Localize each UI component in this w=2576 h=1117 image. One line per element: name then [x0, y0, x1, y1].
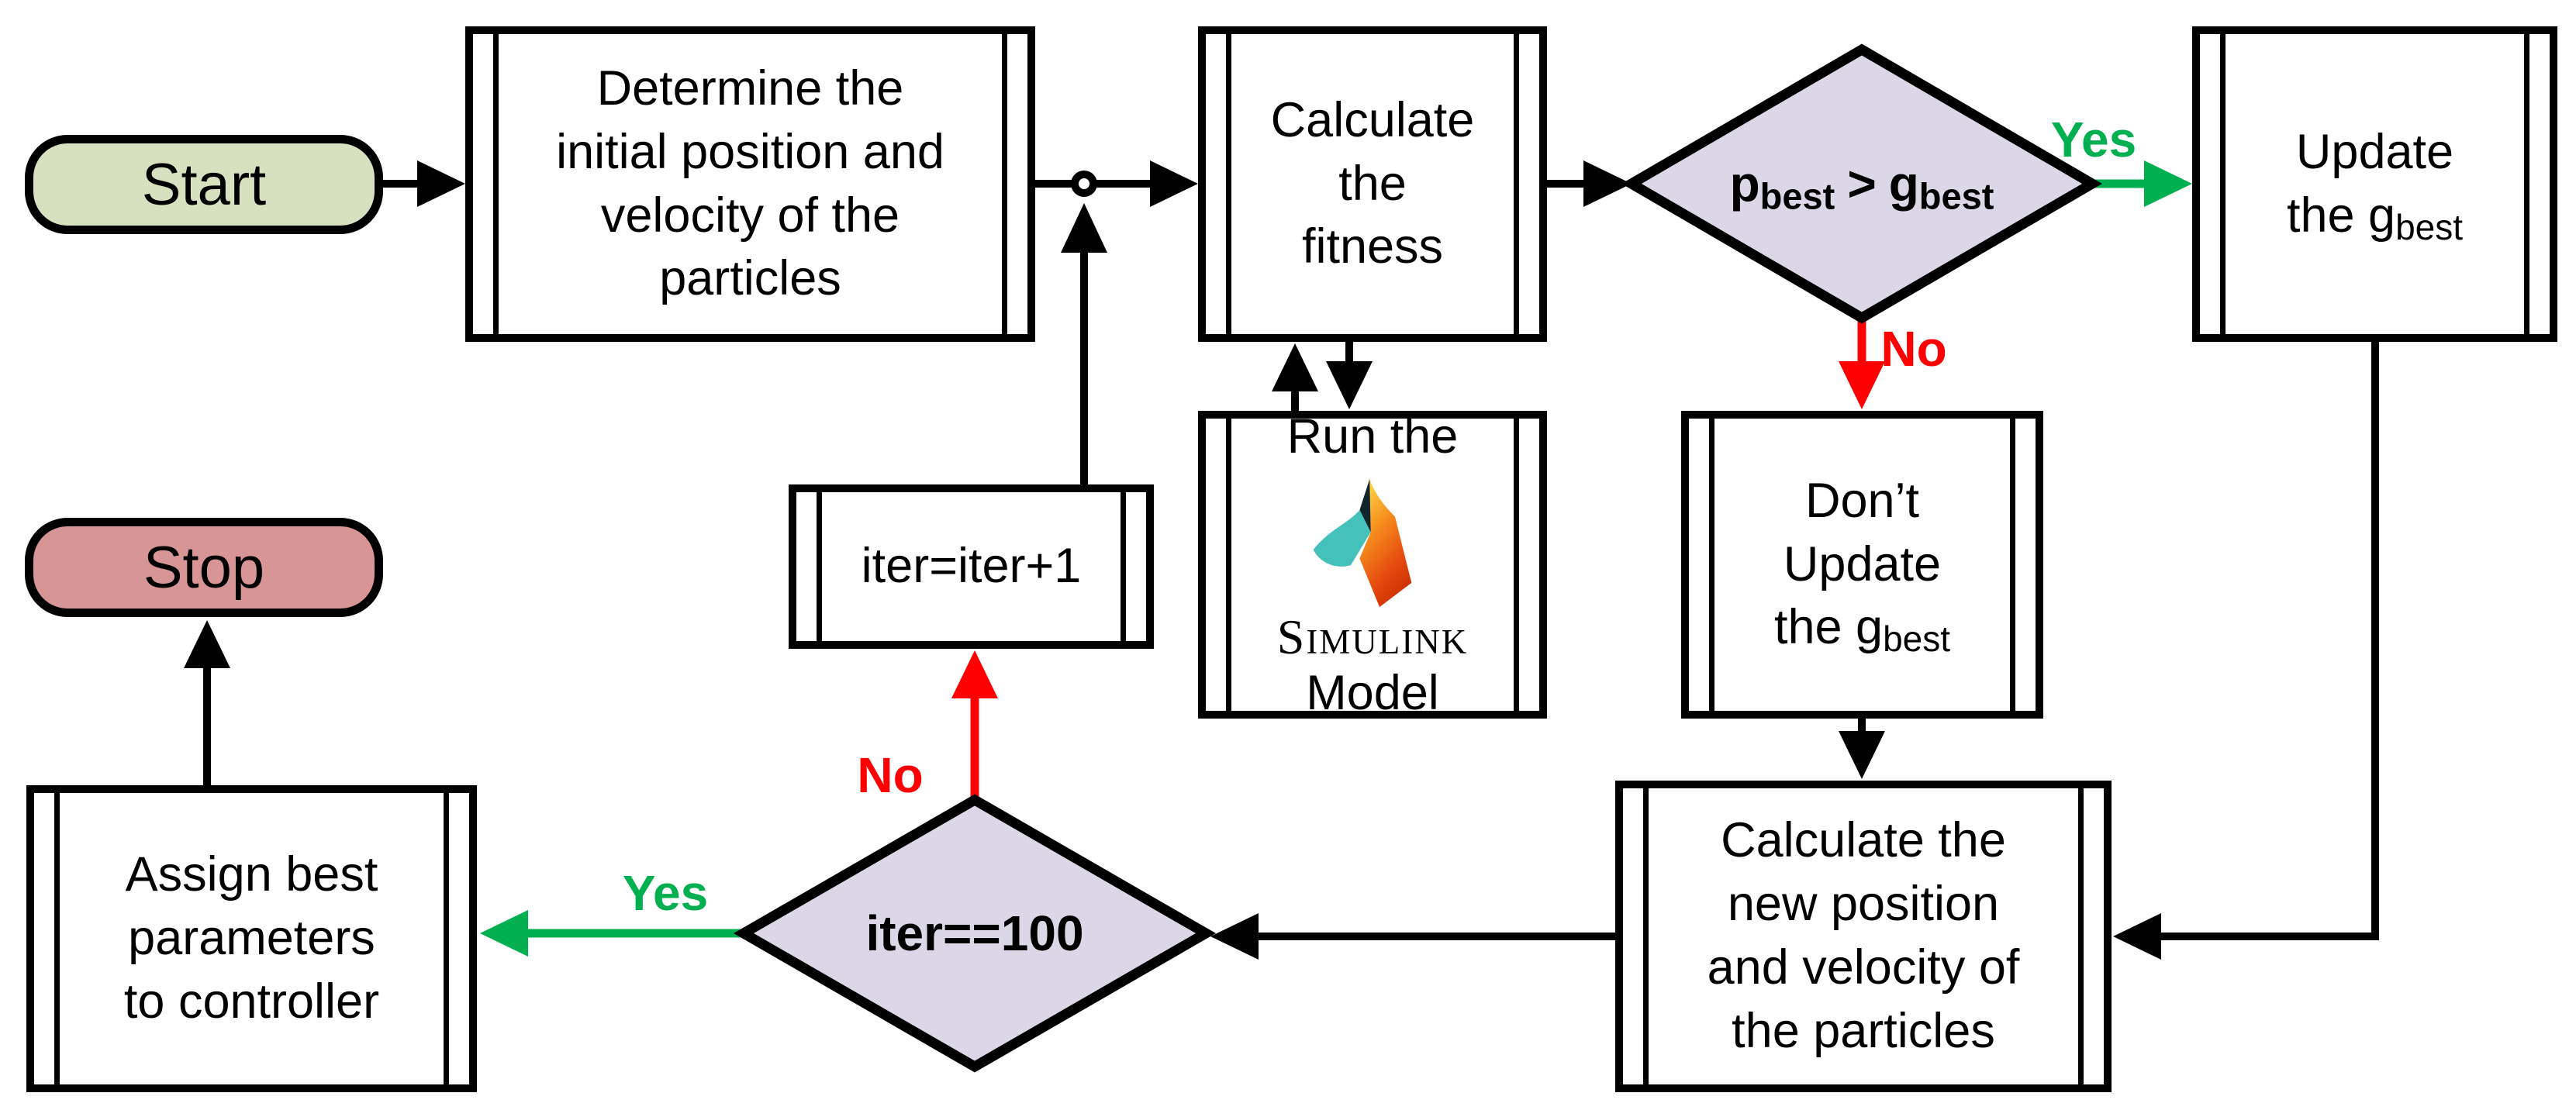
arrowhead-junction-up: [1061, 203, 1107, 253]
update-gbest-box[interactable]: Update the gbest: [2192, 26, 2557, 342]
iter-decision-diamond[interactable]: [733, 794, 1217, 1073]
determine-inner-line-right: [1002, 34, 1007, 334]
iter-increment-label: iter=iter+1: [861, 539, 1082, 594]
dont-update-gbest-label: Don’t Update the gbest: [1773, 473, 1951, 660]
update-inner-line-left: [2220, 34, 2226, 334]
simulink-inner-line-right: [1514, 419, 1519, 711]
run-simulink-box[interactable]: Run the Simulink Model: [1198, 409, 1547, 720]
model-label: Model: [1306, 665, 1439, 720]
assign-inner-line-right: [444, 793, 449, 1084]
arrowhead-iter-increment-in: [951, 650, 998, 698]
run-the-label: Run the: [1286, 409, 1459, 464]
calcnew-inner-line-left: [1643, 788, 1649, 1084]
arrowhead-assign-in: [480, 910, 528, 957]
simulink-inner-line-left: [1226, 419, 1231, 711]
determine-label: Determine the initial position and veloc…: [556, 60, 944, 306]
calcnew-inner-line-right: [2078, 788, 2084, 1084]
calculate-fitness-box[interactable]: Calculate the fitness: [1198, 26, 1547, 342]
dontupdate-inner-line-right: [2010, 419, 2015, 711]
arrowhead-calcnew-top-in: [1839, 731, 1885, 779]
update-gbest-subscript: best: [2395, 206, 2464, 247]
start-node[interactable]: Start: [25, 135, 383, 234]
iter-decision-label: iter==100: [865, 905, 1084, 961]
pbest-no-label: No: [1880, 321, 1947, 377]
update-gbest-label: Update the gbest: [2286, 124, 2464, 247]
arrowhead-dontupdate-in: [1839, 361, 1885, 409]
simulink-logo: [1313, 479, 1411, 608]
update-inner-line-right: [2524, 34, 2529, 334]
start-label: Start: [141, 151, 267, 218]
calculate-fitness-label: Calculate the fitness: [1270, 92, 1475, 274]
calculate-new-position-box[interactable]: Calculate the new position and velocity …: [1615, 781, 2112, 1092]
determine-inner-line-left: [493, 34, 499, 334]
assign-parameters-label: Assign best parameters to controller: [123, 847, 380, 1029]
simulink-logo-teal-wing: [1313, 510, 1371, 567]
arrowhead-stop-in: [184, 620, 230, 668]
arrowhead-simulink-in: [1326, 361, 1373, 409]
fitness-inner-line-right: [1514, 34, 1519, 334]
iter-no-label: No: [857, 747, 924, 803]
pbest-yes-label: Yes: [2050, 112, 2137, 167]
arrowhead-calcnew-right-in: [2113, 913, 2161, 960]
assign-parameters-box[interactable]: Assign best parameters to controller: [26, 785, 477, 1092]
simulink-logo-orange-peak: [1359, 479, 1411, 608]
iter-yes-label: Yes: [622, 865, 709, 921]
arrowhead-update-in: [2144, 160, 2192, 207]
dontupdate-inner-line-left: [1709, 419, 1714, 711]
fitness-inner-line-left: [1226, 34, 1231, 334]
stop-node[interactable]: Stop: [25, 518, 383, 617]
arrowhead-pbest-decision-in: [1583, 160, 1632, 207]
calculate-new-position-label: Calculate the new position and velocity …: [1707, 813, 2020, 1058]
arrowhead-fitness-in: [1150, 160, 1198, 207]
pbest-decision-diamond[interactable]: [1621, 43, 2102, 324]
dont-update-gbest-subscript: best: [1883, 619, 1951, 660]
edge-update-to-calcnew: [2158, 342, 2379, 940]
simulink-brand-label: Simulink: [1276, 609, 1469, 665]
dont-update-gbest-box[interactable]: Don’t Update the gbest: [1681, 411, 2043, 719]
assign-inner-line-left: [54, 793, 60, 1084]
determine-initial-box[interactable]: Determine the initial position and veloc…: [465, 26, 1035, 342]
iter-increment-box[interactable]: iter=iter+1: [789, 484, 1154, 649]
iter-inner-line-right: [1121, 492, 1126, 641]
arrowhead-iter-decision-in: [1210, 913, 1259, 960]
arrowhead-fitness-bottom-in: [1272, 343, 1318, 391]
junction-ring-hole: [1079, 178, 1089, 189]
stop-label: Stop: [143, 534, 265, 601]
pbest-decision-label: pbest>gbest: [1729, 156, 1994, 217]
iter-inner-line-left: [817, 492, 822, 641]
arrowhead-determine-in: [417, 160, 465, 207]
